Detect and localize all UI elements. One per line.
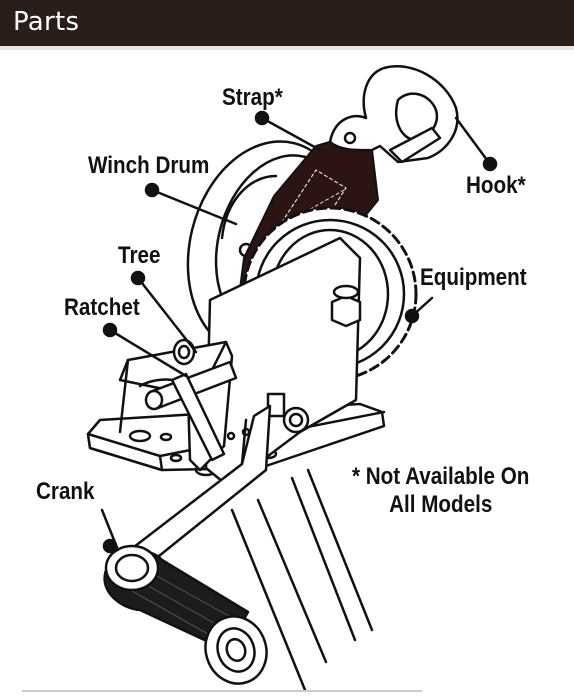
tree-bars bbox=[144, 338, 238, 462]
label-equipment: Equipment bbox=[420, 264, 527, 291]
header-divider bbox=[0, 46, 574, 50]
label-hook: Hook* bbox=[466, 172, 526, 199]
page-title: Parts bbox=[13, 7, 80, 37]
bottom-divider bbox=[22, 690, 422, 692]
mount-legs bbox=[230, 468, 374, 690]
label-tree: Tree bbox=[118, 242, 161, 269]
leader-lines bbox=[100, 110, 498, 554]
label-ratchet: Ratchet bbox=[64, 294, 140, 321]
note-line-2: All Models bbox=[389, 491, 493, 518]
crank-handle bbox=[103, 544, 268, 685]
winch-diagram bbox=[86, 65, 498, 690]
bolt bbox=[266, 284, 362, 434]
label-winch-drum: Winch Drum bbox=[88, 152, 210, 179]
label-crank: Crank bbox=[36, 478, 95, 505]
label-strap: Strap* bbox=[222, 84, 283, 111]
hook bbox=[328, 65, 459, 164]
header-bar: Parts bbox=[0, 0, 574, 46]
note-line-1: * Not Available On bbox=[352, 463, 530, 490]
availability-note: * Not Available On All Models bbox=[352, 463, 529, 519]
